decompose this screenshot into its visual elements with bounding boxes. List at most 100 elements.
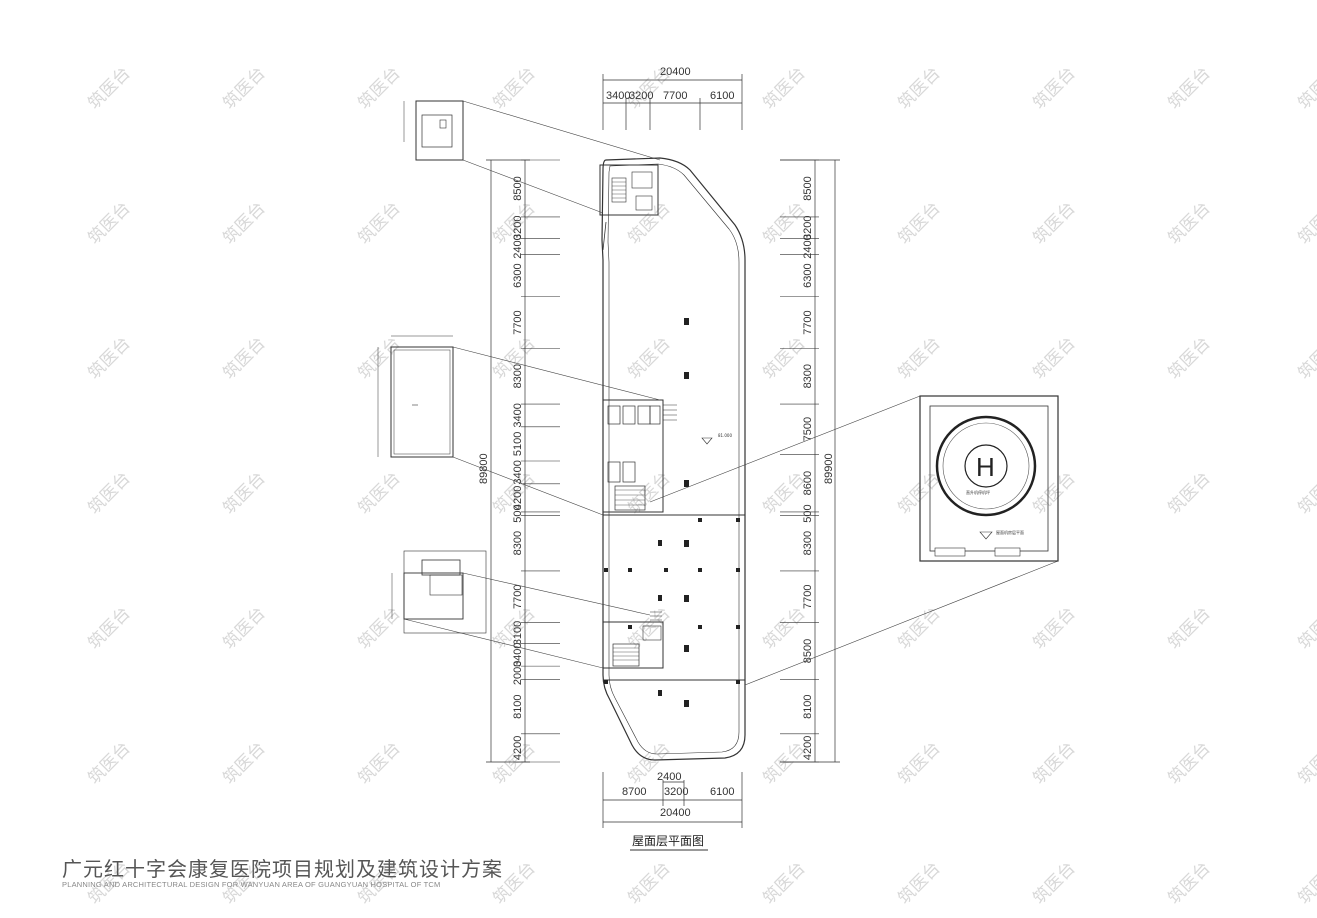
watermark-text: 筑医台 (84, 333, 134, 383)
elevation-mark: 81.000 (718, 433, 732, 438)
watermark-text: 筑医台 (354, 603, 404, 653)
watermark-text: 筑医台 (354, 198, 404, 248)
dimension-label: 8100 (802, 694, 814, 718)
stair-core-top (599, 164, 659, 216)
watermark-text: 筑医台 (1164, 738, 1214, 788)
watermark-text: 筑医台 (1029, 63, 1079, 113)
dimension-label: 500 (512, 504, 524, 522)
dimension-label: 4200 (512, 736, 524, 760)
bottom-extra-dim: 2400 (657, 771, 681, 783)
watermark-text: 筑医台 (624, 858, 674, 908)
right-inner-dims: 8500320024006300770083007500860050083007… (802, 176, 814, 760)
parapet-inner (607, 163, 740, 755)
top-total-dim: 20400 (660, 66, 691, 78)
stair-core-bottom (602, 621, 664, 669)
watermark-text: 筑医台 (1164, 858, 1214, 908)
watermark-text: 筑医台 (219, 333, 269, 383)
right-dimension-ticks (780, 159, 819, 763)
watermark-text: 筑医台 (759, 63, 809, 113)
dimension-label: 2400 (512, 234, 524, 258)
dimension-label: 8500 (802, 639, 814, 663)
helipad-outer-ring (935, 415, 1037, 517)
dimension-label: 6300 (512, 263, 524, 287)
right-total-dim: 89900 (823, 453, 835, 484)
watermark-text: 筑医台 (354, 333, 404, 383)
watermark-text: 筑医台 (1294, 198, 1317, 248)
dimension-label: 4200 (512, 486, 524, 510)
watermark-text: 筑医台 (1294, 603, 1317, 653)
dimension-label: 8500 (512, 176, 524, 200)
dimension-label: 3400 (512, 460, 524, 484)
watermark-text: 筑医台 (1029, 198, 1079, 248)
watermark-text: 筑医台 (1164, 603, 1214, 653)
dimension-label: 4200 (802, 736, 814, 760)
watermark-text: 筑医台 (84, 468, 134, 518)
watermark-text: 筑医台 (1029, 333, 1079, 383)
watermark-text: 筑医台 (1029, 738, 1079, 788)
watermark-text: 筑医台 (219, 198, 269, 248)
helipad-note: 直升机停机坪 (966, 489, 990, 495)
left-dimension-ticks (521, 159, 560, 763)
bottom-dim-1: 8700 (622, 786, 646, 798)
watermark-text: 筑医台 (624, 468, 674, 518)
watermark-text: 筑医台 (894, 333, 944, 383)
building-outline (601, 157, 746, 761)
watermark-text: 筑医台 (489, 63, 539, 113)
top-dim-1: 3400 (606, 90, 630, 102)
watermark-text: 筑医台 (894, 603, 944, 653)
dimension-label: 7700 (802, 585, 814, 609)
top-dim-3: 7700 (663, 90, 687, 102)
watermark-text: 筑医台 (894, 63, 944, 113)
watermark-text: 筑医台 (354, 63, 404, 113)
helipad-h-symbol: H (976, 452, 995, 482)
drawing-caption: 屋面层平面图 (632, 834, 704, 848)
detail-stair-roof (403, 100, 464, 161)
watermark-text: 筑医台 (84, 63, 134, 113)
dimension-label: 3200 (802, 215, 814, 239)
detail-water-tank (377, 335, 454, 458)
watermark-text: 筑医台 (624, 333, 674, 383)
watermark-text: 筑医台 (1164, 63, 1214, 113)
watermark-text: 筑医台 (354, 738, 404, 788)
watermark-text: 筑医台 (624, 198, 674, 248)
dimension-label: 8300 (802, 364, 814, 388)
dimension-lines (486, 74, 840, 828)
roof-plan (599, 157, 746, 761)
watermark-text: 筑医台 (894, 198, 944, 248)
watermark-text: 筑医台 (84, 603, 134, 653)
dimension-label: 7700 (512, 585, 524, 609)
dimension-label: 8500 (802, 176, 814, 200)
dimension-label: 3200 (512, 215, 524, 239)
watermark-text: 筑医台 (219, 738, 269, 788)
watermark-text: 筑医台 (1294, 468, 1317, 518)
watermark-text: 筑医台 (1029, 468, 1079, 518)
watermark-text: 筑医台 (219, 468, 269, 518)
elevation-triangle (701, 437, 713, 445)
dimension-label: 3400 (512, 642, 524, 666)
dimension-label: 7500 (802, 417, 814, 441)
watermark-text: 筑医台 (219, 63, 269, 113)
bottom-dim-2: 3200 (664, 786, 688, 798)
dimension-label: 2400 (802, 234, 814, 258)
watermark-text: 筑医台 (759, 858, 809, 908)
dimension-label: 6300 (802, 263, 814, 287)
detail-elevator-machine-room (391, 550, 487, 634)
watermark-text: 筑医台 (1294, 858, 1317, 908)
dimension-label: 500 (802, 504, 814, 522)
watermark-text: 筑医台 (1164, 468, 1214, 518)
watermark-text: 筑医台 (1029, 858, 1079, 908)
watermark-text: 筑医台 (219, 603, 269, 653)
dimension-label: 8300 (512, 531, 524, 555)
watermark-text: 筑医台 (894, 858, 944, 908)
watermark-text: 筑医台 (84, 198, 134, 248)
top-dim-4: 6100 (710, 90, 734, 102)
bottom-total-dim: 20400 (660, 807, 691, 819)
helipad-detail: H 直升机停机坪 屋面机房层平面 (919, 395, 1059, 562)
watermark-layer: 筑医台筑医台筑医台筑医台筑医台筑医台筑医台筑医台筑医台筑医台筑医台筑医台筑医台筑… (84, 63, 1317, 908)
dimension-label: 8600 (802, 471, 814, 495)
helipad-note-2: 屋面机房层平面 (996, 529, 1024, 535)
watermark-text: 筑医台 (1164, 198, 1214, 248)
dimension-label: 8100 (512, 694, 524, 718)
dimension-label: 5100 (512, 432, 524, 456)
